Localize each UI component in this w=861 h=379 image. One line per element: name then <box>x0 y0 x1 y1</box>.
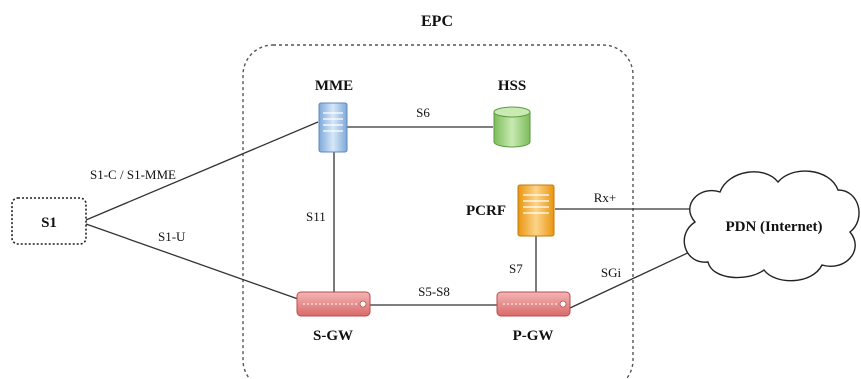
link-sgi-line <box>569 249 695 309</box>
hss-node: HSS <box>493 78 531 148</box>
s1-node: S1 <box>11 197 87 245</box>
link-s5s8-label: S5-S8 <box>418 284 450 299</box>
link-rx-label: Rx+ <box>594 190 617 205</box>
s1-label: S1 <box>41 215 57 231</box>
server-icon <box>517 184 555 237</box>
link-s1c-label: S1-C / S1-MME <box>90 167 176 182</box>
link-s1u-label: S1-U <box>158 229 186 244</box>
pcrf-node: PCRF <box>466 184 555 237</box>
epc-title: EPC <box>421 13 453 30</box>
link-s1c-line <box>85 121 319 221</box>
epc-boundary <box>242 44 634 379</box>
link-s6-label: S6 <box>416 105 430 120</box>
cloud-icon <box>683 170 860 282</box>
pdn-label: PDN (Internet) <box>725 219 822 235</box>
router-icon <box>496 291 571 317</box>
mme-node: MME <box>315 78 353 153</box>
pgw-label: P-GW <box>513 328 554 344</box>
router-icon <box>296 291 371 317</box>
server-icon <box>318 102 348 153</box>
pcrf-label: PCRF <box>466 203 506 219</box>
sgw-node: S-GW <box>296 291 371 344</box>
s1-box <box>11 197 87 245</box>
link-s11-label: S11 <box>306 209 326 224</box>
pdn-node: PDN (Internet) <box>683 170 860 282</box>
mme-label: MME <box>315 78 353 94</box>
link-s7-label: S7 <box>509 261 523 276</box>
database-icon <box>493 106 531 148</box>
hss-label: HSS <box>498 78 526 94</box>
pgw-node: P-GW <box>496 291 571 344</box>
link-sgi-label: SGi <box>601 265 622 280</box>
sgw-label: S-GW <box>313 328 353 344</box>
link-s1u-line <box>85 223 299 300</box>
